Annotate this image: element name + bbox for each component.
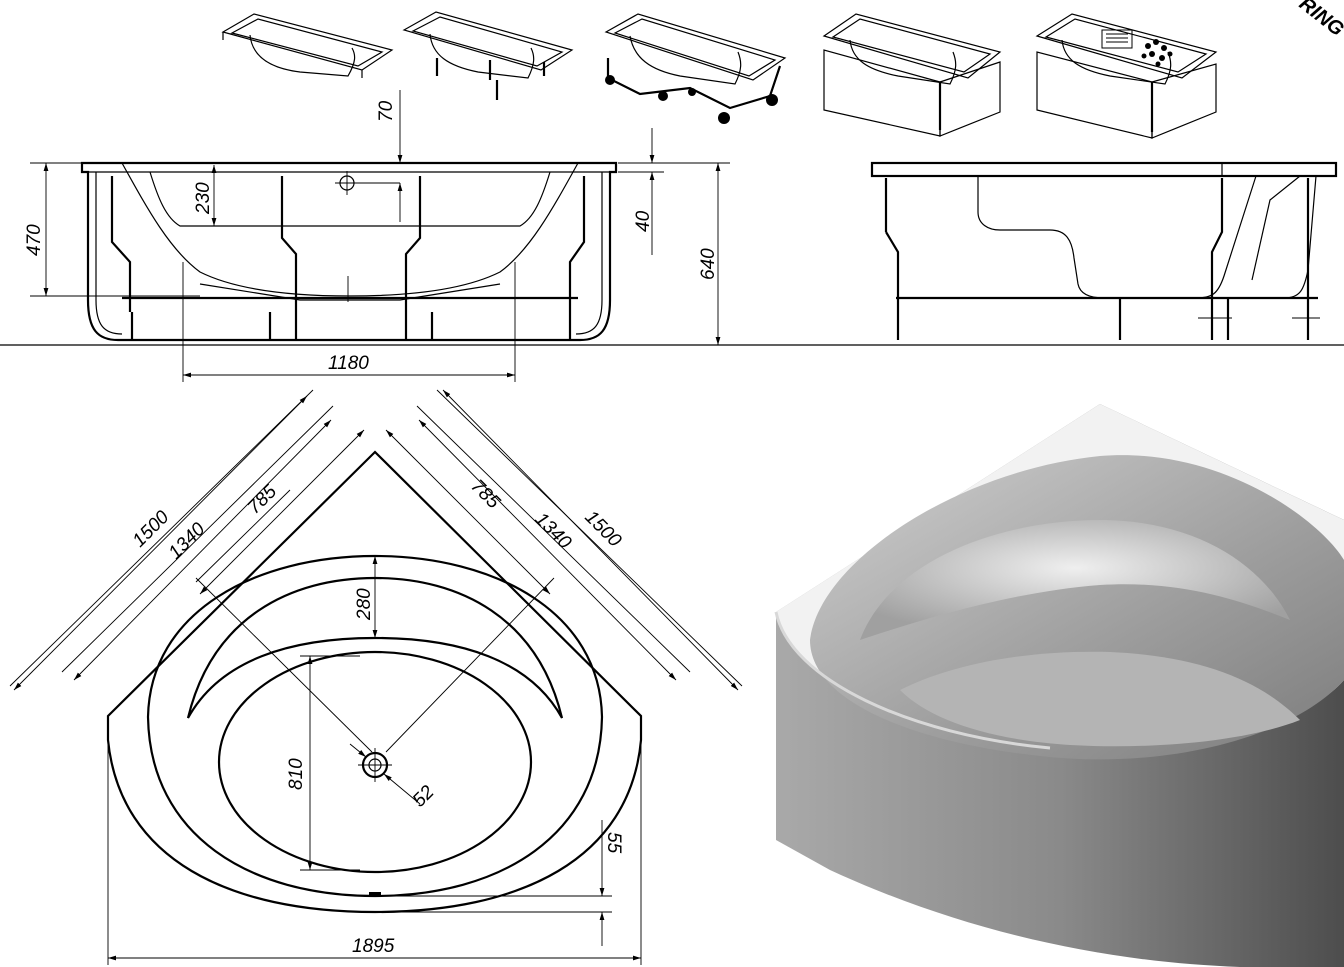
dim-drain: 52: [409, 781, 439, 811]
top-plan-view: 1500 1340 785 785 1340 1500 280 810 52 5…: [9, 389, 743, 965]
dim-height-total: 470: [24, 224, 45, 256]
dim-rim-offset: 40: [633, 210, 654, 232]
dim-side-inner-right: 1340: [530, 509, 575, 554]
dim-side-outer-right: 1500: [580, 507, 625, 552]
dim-overall-width: 1895: [352, 936, 395, 957]
support-legs: [110, 176, 586, 340]
brand-corner-label: RING: [1295, 0, 1344, 41]
installation-variant-plain: [221, 13, 394, 78]
side-elevation-view: [870, 161, 1338, 340]
installation-variant-panel-hydromassage: [1035, 13, 1218, 139]
dim-side-outer-left: 1500: [129, 506, 174, 551]
installation-variant-panel: [822, 13, 1002, 137]
front-elevation-view: 70 230 470 40 640 1180: [0, 90, 1344, 382]
dim-edge-offset: 55: [603, 832, 624, 854]
dim-side-seat-left: 785: [244, 481, 282, 519]
dim-side-inner-left: 1340: [165, 518, 210, 563]
dim-inner-width: 1180: [328, 353, 369, 374]
installation-variant-frame: [604, 13, 787, 124]
dim-depth-top: 70: [376, 100, 397, 122]
hydromassage-jets-icon: [1101, 29, 1173, 67]
dim-inner-depth: 230: [193, 182, 214, 215]
bathtub-3d-render: [774, 404, 1344, 967]
dim-side-seat-right: 785: [466, 476, 504, 514]
dim-overall-height: 640: [698, 248, 719, 280]
dim-bowl-length: 810: [286, 758, 307, 790]
installation-variant-legs: [402, 11, 574, 100]
dim-seat-depth: 280: [354, 588, 375, 621]
